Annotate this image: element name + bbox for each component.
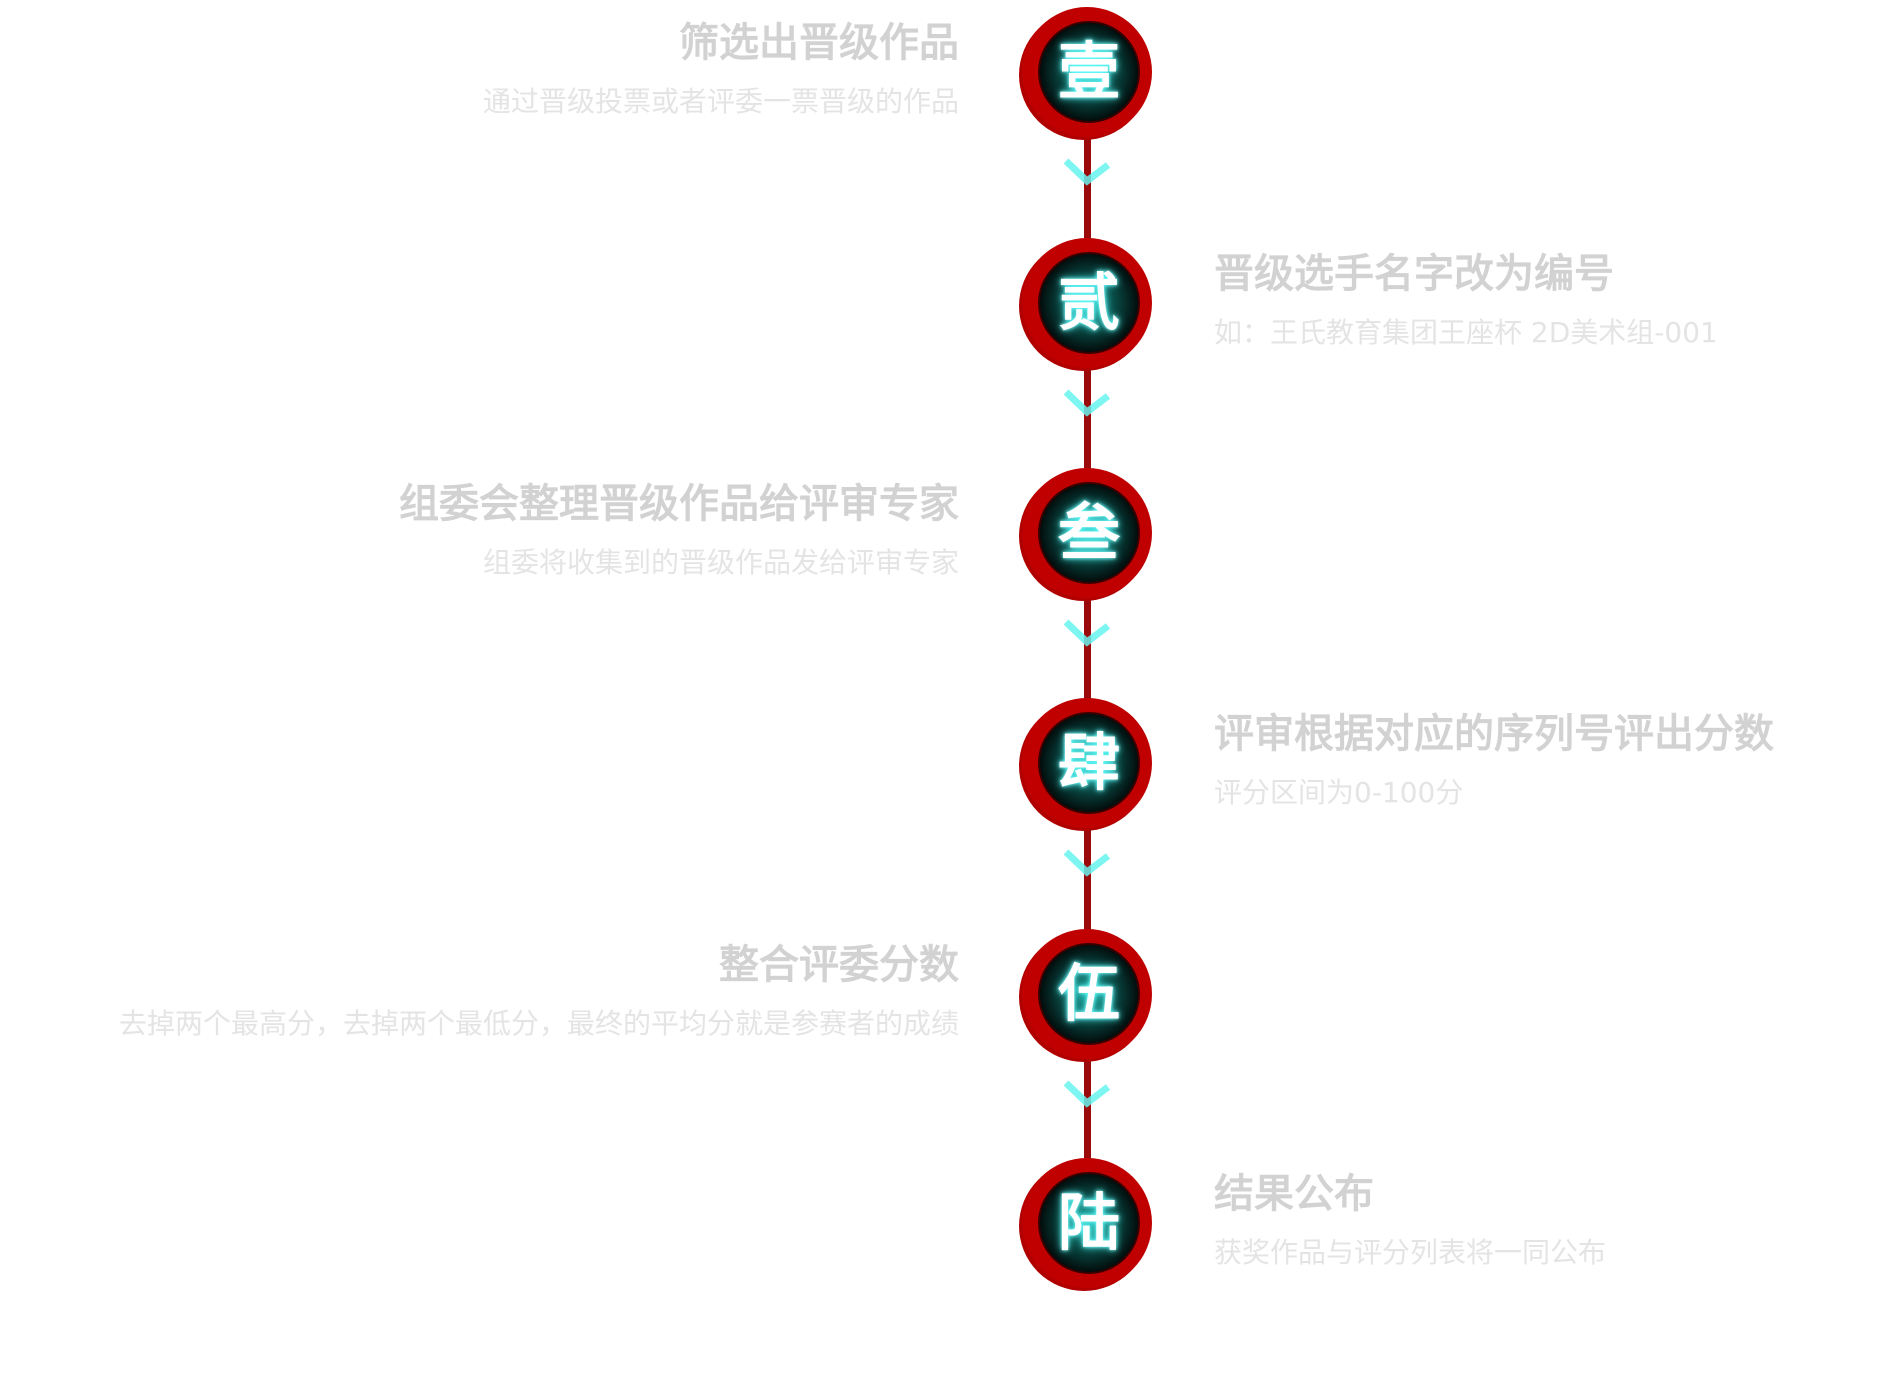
badge-inner: 陆 [1038,1172,1140,1274]
step-numeral: 伍 [1057,957,1120,1030]
step-title: 组委会整理晋级作品给评审专家 [399,480,959,527]
step-description: 去掉两个最高分，去掉两个最低分，最终的平均分就是参赛者的成绩 [118,1007,959,1040]
step-number-badge: 肆 [1022,698,1152,828]
step-text: 评审根据对应的序列号评出分数 评分区间为0-100分 [1214,710,1774,810]
step-text: 晋级选手名字改为编号 如：王氏教育集团王座杯 2D美术组-001 [1214,250,1718,350]
step-number-badge: 伍 [1022,929,1152,1059]
timeline-step: 叁 组委会整理晋级作品给评审专家 组委将收集到的晋级作品发给评审专家 [0,468,1886,698]
badge-inner: 壹 [1038,21,1140,123]
step-number-badge: 贰 [1022,238,1152,368]
timeline-step: 肆 评审根据对应的序列号评出分数 评分区间为0-100分 [0,698,1886,928]
step-description: 组委将收集到的晋级作品发给评审专家 [482,546,959,579]
timeline-step: 陆 结果公布 获奖作品与评分列表将一同公布 [0,1158,1886,1388]
badge-inner: 伍 [1038,943,1140,1045]
chevron-down-icon [1063,849,1111,877]
step-numeral: 肆 [1057,726,1120,799]
step-title: 结果公布 [1214,1170,1374,1217]
step-title: 晋级选手名字改为编号 [1214,250,1614,297]
step-title: 筛选出晋级作品 [679,19,959,66]
timeline-step: 壹 筛选出晋级作品 通过晋级投票或者评委一票晋级的作品 [0,7,1886,237]
step-description: 获奖作品与评分列表将一同公布 [1214,1236,1607,1269]
step-description: 如：王氏教育集团王座杯 2D美术组-001 [1214,316,1718,349]
chevron-down-icon [1063,619,1111,647]
chevron-down-icon [1063,389,1111,417]
step-text: 筛选出晋级作品 通过晋级投票或者评委一票晋级的作品 [483,19,959,119]
timeline-step: 贰 晋级选手名字改为编号 如：王氏教育集团王座杯 2D美术组-001 [0,238,1886,468]
step-description: 通过晋级投票或者评委一票晋级的作品 [482,85,959,118]
step-number-badge: 壹 [1022,7,1152,137]
step-text: 整合评委分数 去掉两个最高分，去掉两个最低分，最终的平均分就是参赛者的成绩 [119,941,959,1041]
step-numeral: 叁 [1057,496,1120,569]
step-title: 评审根据对应的序列号评出分数 [1214,710,1774,757]
chevron-down-icon [1063,158,1111,186]
step-text: 结果公布 获奖作品与评分列表将一同公布 [1214,1170,1606,1270]
timeline-line [1084,80,1091,1230]
badge-inner: 贰 [1038,252,1140,354]
step-numeral: 贰 [1057,266,1120,339]
step-description: 评分区间为0-100分 [1214,776,1464,809]
badge-inner: 肆 [1038,712,1140,814]
chevron-down-icon [1063,1080,1111,1108]
step-text: 组委会整理晋级作品给评审专家 组委将收集到的晋级作品发给评审专家 [399,480,959,580]
step-numeral: 陆 [1057,1186,1120,1259]
step-title: 整合评委分数 [719,941,959,988]
step-number-badge: 陆 [1022,1158,1152,1288]
step-numeral: 壹 [1057,35,1120,108]
timeline-step: 伍 整合评委分数 去掉两个最高分，去掉两个最低分，最终的平均分就是参赛者的成绩 [0,929,1886,1159]
step-number-badge: 叁 [1022,468,1152,598]
badge-inner: 叁 [1038,482,1140,584]
